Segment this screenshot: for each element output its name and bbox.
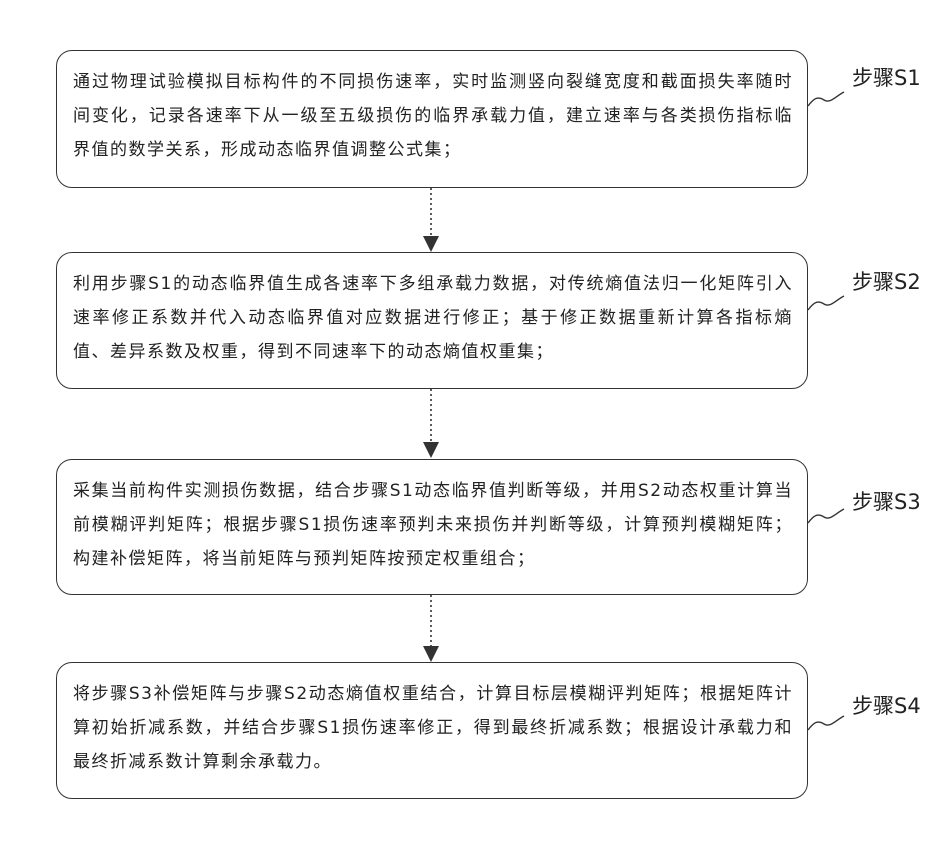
leader-s2 — [808, 296, 844, 310]
leader-s1 — [808, 92, 844, 106]
step-s2-text: 利用步骤S1的动态临界值生成各速率下多组承载力数据，对传统熵值法归一化矩阵引入速… — [73, 267, 793, 369]
step-s4-label: 步骤S4 — [852, 690, 921, 720]
step-s1-label: 步骤S1 — [852, 62, 921, 92]
step-s3-text: 采集当前构件实测损伤数据，结合步骤S1动态临界值判断等级，并用S2动态权重计算当… — [73, 474, 793, 576]
step-s2-box: 利用步骤S1的动态临界值生成各速率下多组承载力数据，对传统熵值法归一化矩阵引入速… — [56, 252, 808, 389]
step-s3-box: 采集当前构件实测损伤数据，结合步骤S1动态临界值判断等级，并用S2动态权重计算当… — [56, 459, 808, 595]
step-s4-box: 将步骤S3补偿矩阵与步骤S2动态熵值权重结合，计算目标层模糊评判矩阵；根据矩阵计… — [56, 662, 808, 799]
step-s1-text: 通过物理试验模拟目标构件的不同损伤速率，实时监测竖向裂缝宽度和截面损失率随时间变… — [73, 65, 793, 167]
leader-s4 — [808, 716, 844, 730]
step-s4-text: 将步骤S3补偿矩阵与步骤S2动态熵值权重结合，计算目标层模糊评判矩阵；根据矩阵计… — [73, 677, 793, 779]
step-s1-box: 通过物理试验模拟目标构件的不同损伤速率，实时监测竖向裂缝宽度和截面损失率随时间变… — [56, 50, 808, 188]
step-s2-label: 步骤S2 — [852, 266, 921, 296]
step-s3-label: 步骤S3 — [852, 486, 921, 516]
leader-s3 — [808, 509, 844, 523]
